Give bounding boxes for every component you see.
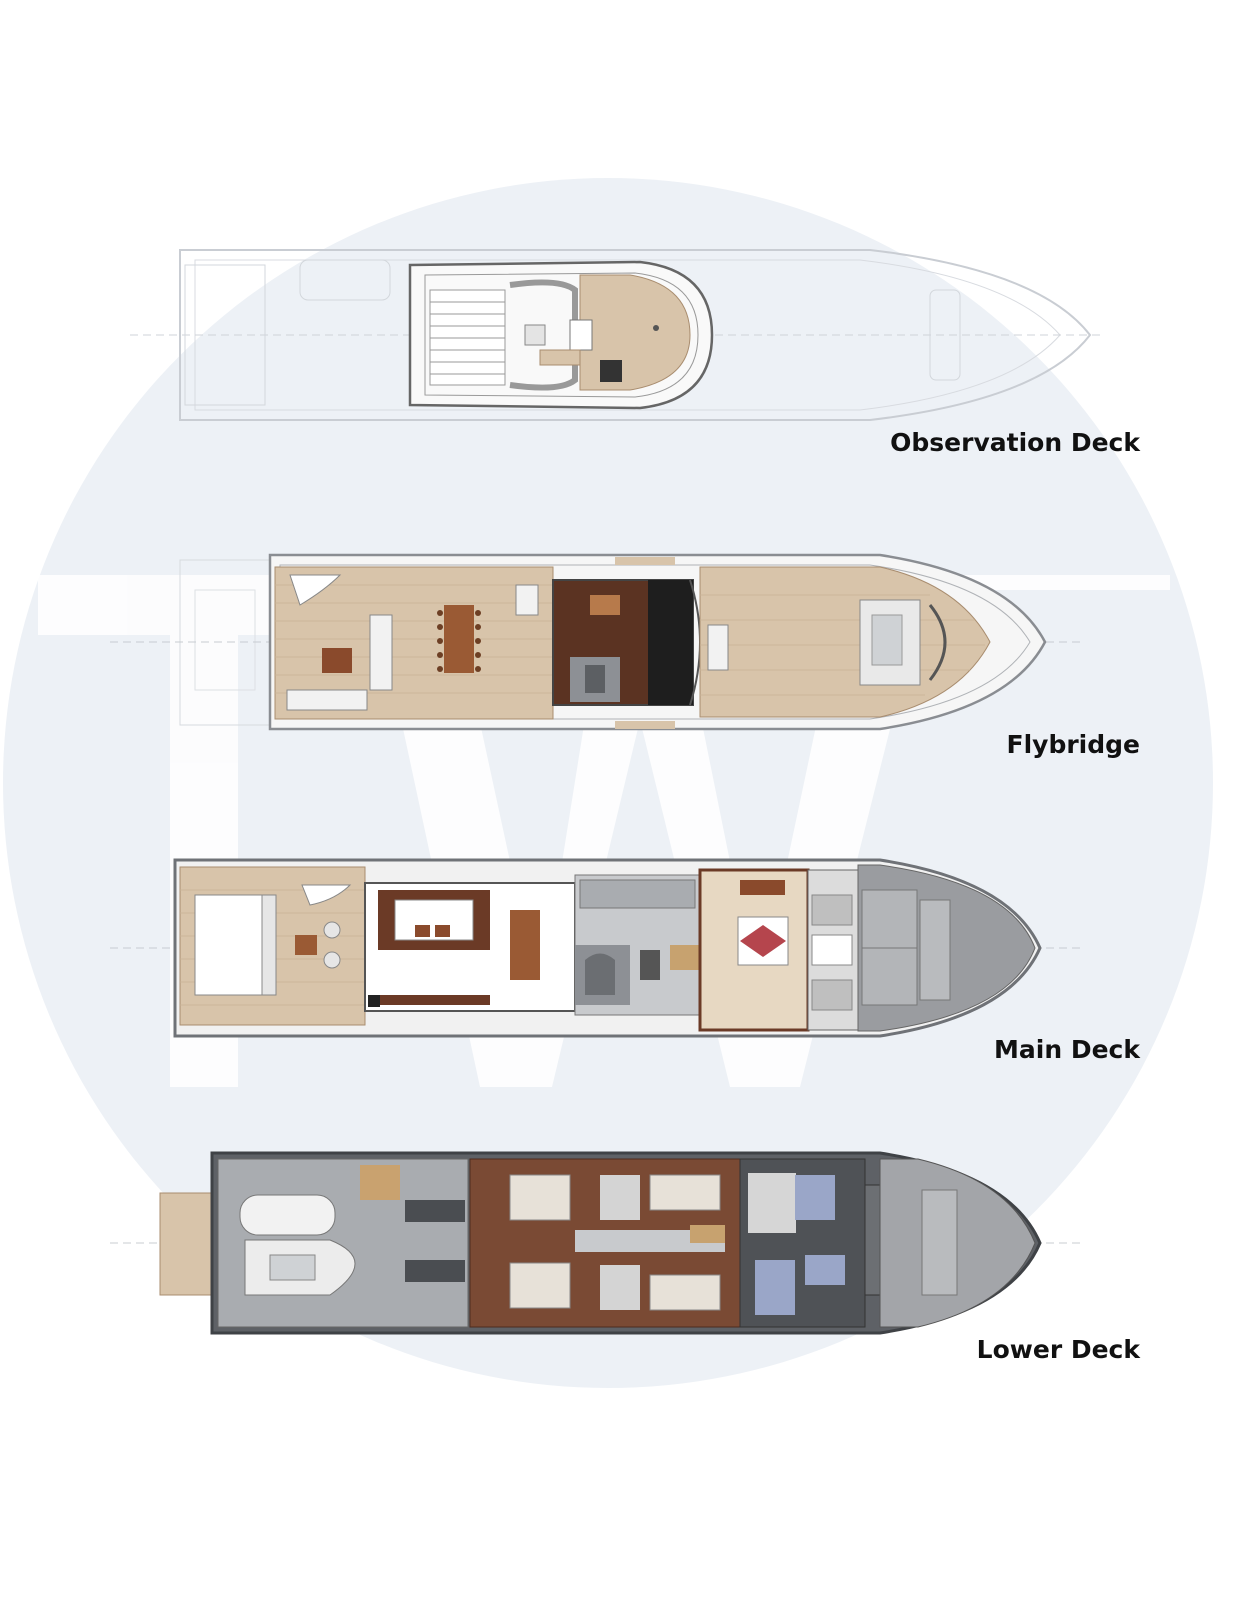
main-deck-label: Main Deck: [994, 1035, 1140, 1064]
flybridge-label: Flybridge: [1006, 730, 1140, 759]
main-deck-plan: [110, 858, 1080, 1038]
lower-deck-section: Lower Deck: [0, 1145, 1250, 1375]
lower-deck-swim-platform: [159, 1192, 213, 1296]
flybridge-section: Flybridge: [0, 545, 1250, 775]
observation-deck-plan: [130, 249, 1100, 421]
lower-deck-label: Lower Deck: [976, 1335, 1140, 1364]
observation-deck-label: Observation Deck: [890, 428, 1140, 457]
observation-sunpad: [429, 289, 506, 386]
observation-hull-outline: [179, 249, 1092, 421]
observation-deck-section: Observation Deck: [0, 230, 1250, 480]
lower-deck-plan: [110, 1151, 1080, 1335]
flybridge-plan: [110, 553, 1080, 731]
main-deck-section: Main Deck: [0, 855, 1250, 1075]
lower-deck-engines: [405, 1200, 465, 1282]
